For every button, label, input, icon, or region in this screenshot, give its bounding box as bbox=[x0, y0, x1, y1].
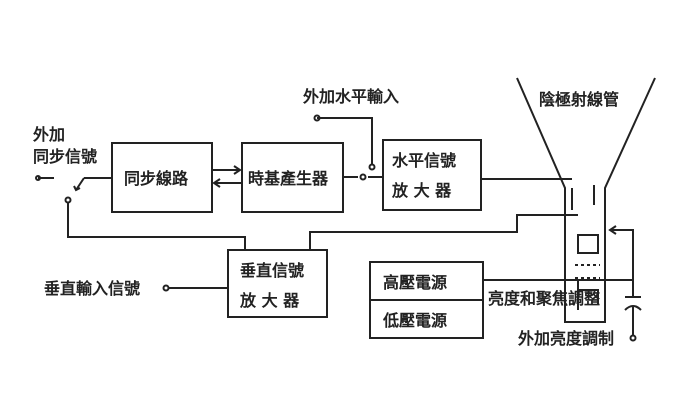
sync-circuit-label: 同步線路 bbox=[124, 169, 189, 188]
h-amp-label-2: 放 大 器 bbox=[391, 181, 452, 200]
wiring bbox=[35, 114, 642, 342]
crt-label: 陰極射線管 bbox=[539, 90, 619, 109]
v-amp-box bbox=[227, 249, 328, 318]
timebase-label: 時基產生器 bbox=[248, 169, 329, 188]
v-amp-label-2: 放 大 器 bbox=[239, 291, 300, 310]
crt-tube bbox=[516, 77, 656, 323]
brightness-focus-label: 亮度和聚焦調整 bbox=[488, 289, 600, 308]
v-amp-label-1: 垂直信號 bbox=[240, 261, 304, 280]
lv-supply-label: 低壓電源 bbox=[382, 311, 447, 330]
h-amp-label-1: 水平信號 bbox=[392, 151, 456, 170]
h-amp-box bbox=[382, 139, 482, 211]
hv-supply-label: 高壓電源 bbox=[383, 273, 447, 292]
ext-horizontal-input-label: 外加水平輸入 bbox=[302, 87, 399, 106]
ext-sync-label-2: 同步信號 bbox=[33, 147, 97, 166]
ext-brightness-mod-label: 外加亮度調制 bbox=[517, 329, 614, 348]
sync-circuit-box bbox=[111, 142, 213, 213]
ext-sync-label-1: 外加 bbox=[32, 125, 65, 144]
v-input-label: 垂直輸入信號 bbox=[44, 279, 140, 298]
